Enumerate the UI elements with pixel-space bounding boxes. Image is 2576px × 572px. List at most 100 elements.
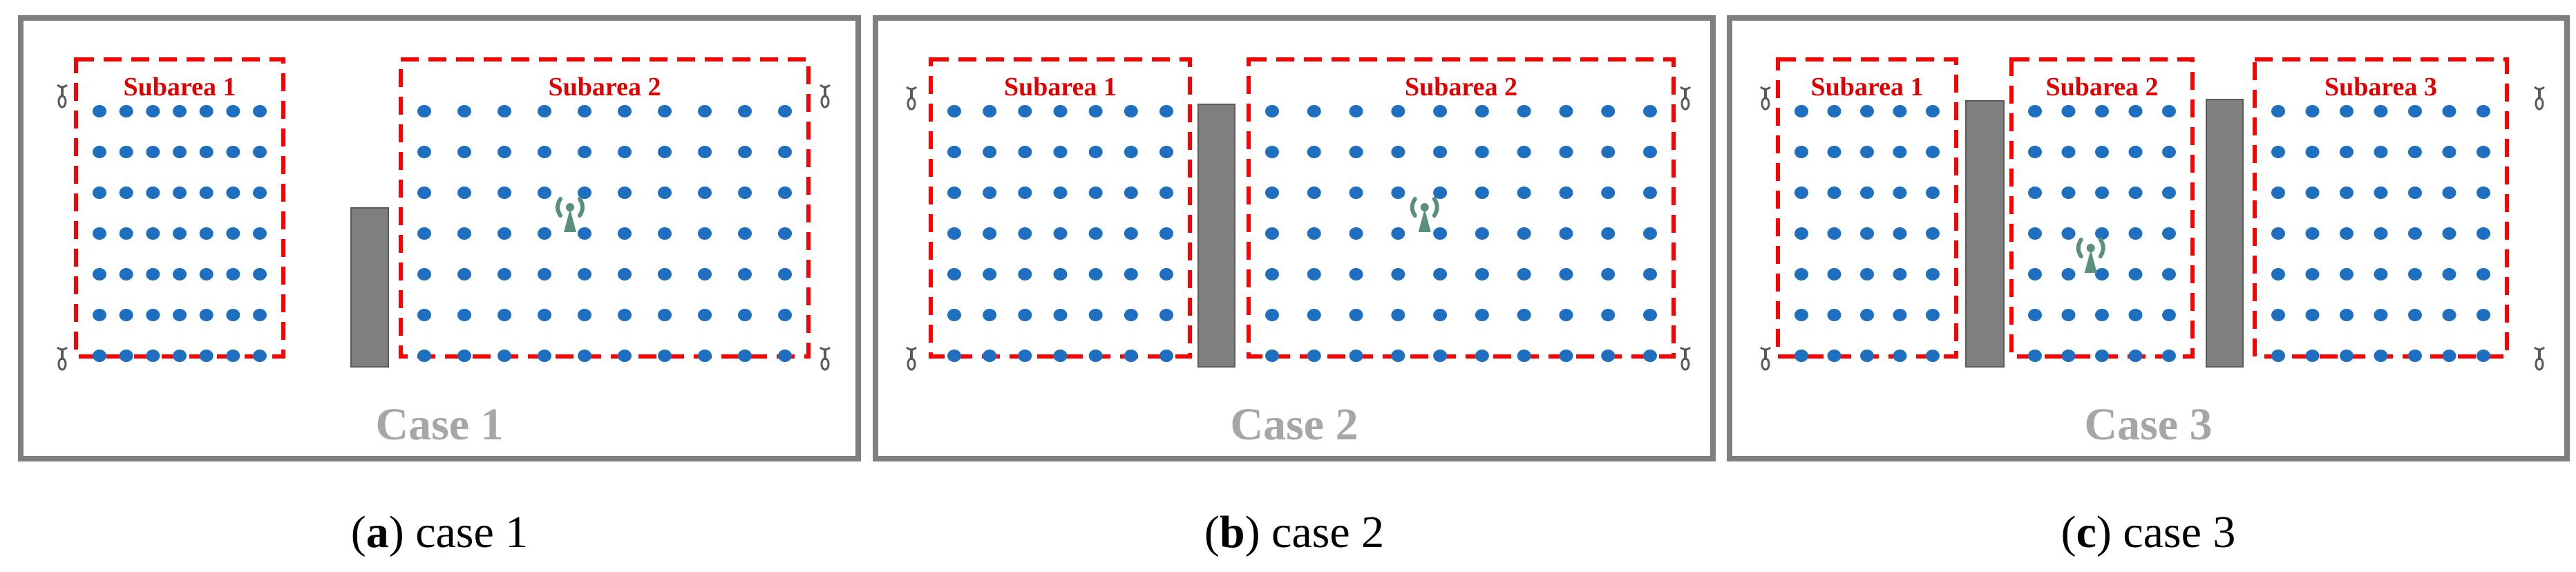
anchor-top bbox=[2534, 346, 2545, 351]
subarea-2: Subarea 2 bbox=[2009, 57, 2195, 362]
sample-point bbox=[2305, 105, 2320, 117]
sample-point bbox=[1517, 146, 1531, 158]
sample-point bbox=[778, 309, 792, 321]
sample-point bbox=[2340, 146, 2354, 158]
sample-point bbox=[1433, 227, 1448, 240]
anchor-node-icon bbox=[1680, 86, 1691, 111]
sample-point bbox=[947, 227, 961, 240]
wifi-antenna-icon bbox=[1410, 197, 1439, 232]
sample-point bbox=[1794, 105, 1808, 117]
sample-point bbox=[226, 227, 240, 240]
anchor-stem bbox=[2538, 90, 2541, 99]
anchor-node-icon bbox=[820, 84, 831, 108]
sample-point bbox=[1124, 268, 1138, 280]
sample-point bbox=[1517, 350, 1531, 362]
sample-point bbox=[253, 187, 267, 199]
sample-point bbox=[1307, 105, 1321, 117]
sample-point bbox=[2095, 105, 2109, 117]
sample-point bbox=[2374, 105, 2388, 117]
sample-point bbox=[226, 187, 240, 199]
sample-point bbox=[2476, 146, 2490, 158]
sample-point bbox=[1018, 105, 1032, 117]
subarea-label: Subarea 2 bbox=[549, 73, 661, 102]
sample-point bbox=[226, 105, 240, 117]
caption-text: case 1 bbox=[415, 507, 528, 557]
sample-point bbox=[1265, 309, 1279, 321]
sample-point bbox=[199, 309, 214, 321]
sample-point bbox=[1559, 309, 1573, 321]
sample-point bbox=[2162, 227, 2176, 240]
sample-point bbox=[1643, 309, 1657, 321]
sample-point bbox=[1794, 146, 1808, 158]
sample-point bbox=[1517, 309, 1531, 321]
sample-point bbox=[538, 146, 551, 158]
sample-point bbox=[2442, 105, 2456, 117]
antenna-head bbox=[566, 203, 574, 211]
sample-point bbox=[1926, 309, 1940, 321]
sample-point bbox=[983, 350, 997, 362]
sample-point bbox=[1926, 350, 1940, 362]
anchor-stem bbox=[1684, 350, 1687, 360]
sample-point bbox=[2340, 309, 2354, 321]
sample-point bbox=[2442, 227, 2456, 240]
sample-point bbox=[2340, 350, 2354, 362]
sample-point bbox=[417, 268, 431, 280]
sample-point bbox=[738, 187, 752, 199]
sample-point bbox=[2162, 146, 2176, 158]
sample-point bbox=[658, 187, 672, 199]
subarea-1: Subarea 1 bbox=[929, 57, 1192, 362]
anchor-stem bbox=[824, 88, 826, 97]
sample-point bbox=[1124, 146, 1138, 158]
anchor-top bbox=[820, 84, 831, 88]
subarea-label: Subarea 1 bbox=[124, 73, 236, 102]
sample-point bbox=[538, 350, 551, 362]
antenna-wave-left bbox=[2076, 238, 2083, 258]
sample-point bbox=[658, 350, 672, 362]
anchor-top bbox=[906, 346, 917, 351]
sample-point bbox=[498, 105, 511, 117]
sample-point bbox=[457, 105, 471, 117]
sample-point bbox=[1827, 105, 1841, 117]
sample-point bbox=[2408, 350, 2422, 362]
sample-point bbox=[2476, 187, 2490, 199]
sample-point bbox=[2028, 227, 2042, 240]
sample-point bbox=[1559, 350, 1573, 362]
sample-point bbox=[1088, 227, 1103, 240]
sample-point bbox=[1517, 227, 1531, 240]
anchor-top bbox=[820, 346, 831, 351]
subarea-2: Subarea 2 bbox=[1247, 57, 1676, 362]
sample-point bbox=[738, 105, 752, 117]
anchor-stem bbox=[1684, 90, 1687, 99]
sample-point bbox=[738, 309, 752, 321]
sample-point bbox=[538, 105, 551, 117]
sample-point bbox=[618, 187, 632, 199]
sample-point bbox=[173, 309, 187, 321]
sample-point bbox=[1018, 309, 1032, 321]
sample-point bbox=[658, 105, 672, 117]
sample-point bbox=[2408, 309, 2422, 321]
sample-point bbox=[498, 350, 511, 362]
sample-point bbox=[1391, 268, 1405, 280]
sample-point bbox=[1307, 187, 1321, 199]
wifi-antenna-icon bbox=[556, 197, 585, 232]
anchor-body bbox=[2535, 357, 2544, 371]
sample-point bbox=[2095, 268, 2109, 280]
sample-point bbox=[226, 309, 240, 321]
anchor-top bbox=[2534, 86, 2545, 90]
sample-point bbox=[1827, 146, 1841, 158]
sample-point bbox=[983, 187, 997, 199]
sample-point bbox=[2162, 350, 2176, 362]
caption-open-paren: ( bbox=[1204, 507, 1220, 557]
sample-point bbox=[947, 187, 961, 199]
sample-point bbox=[2271, 105, 2285, 117]
sample-point bbox=[618, 350, 632, 362]
sample-point bbox=[1124, 309, 1138, 321]
sample-point bbox=[1860, 227, 1874, 240]
sample-point bbox=[2095, 309, 2109, 321]
sample-point bbox=[738, 268, 752, 280]
anchor-body bbox=[1680, 357, 1690, 371]
anchor-node-icon bbox=[57, 346, 68, 371]
sample-point bbox=[1794, 309, 1808, 321]
subarea-label: Subarea 2 bbox=[2046, 73, 2159, 102]
